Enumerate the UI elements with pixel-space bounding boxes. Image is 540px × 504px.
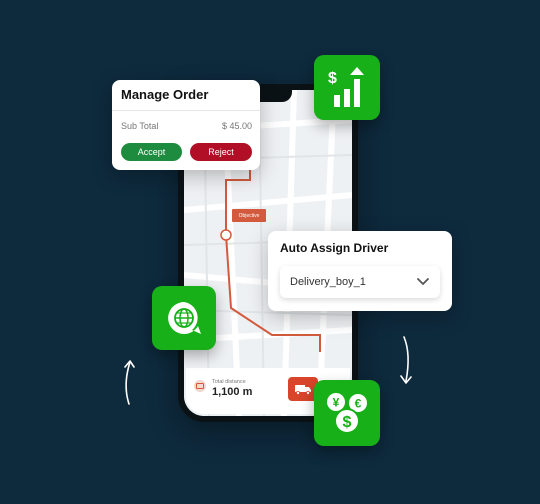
svg-text:¥: ¥ <box>333 396 340 410</box>
accept-button[interactable]: Accept <box>121 143 182 161</box>
distance-icon <box>194 380 206 392</box>
driver-select-value: Delivery_boy_1 <box>290 276 366 288</box>
divider <box>112 110 260 111</box>
objective-tag: Objective <box>232 209 266 222</box>
chevron-down-icon[interactable] <box>416 277 430 287</box>
driver-select[interactable] <box>280 266 440 298</box>
distance-value: 1,100 m <box>212 386 253 398</box>
curved-arrow-up-icon <box>124 360 135 405</box>
route-start-marker <box>220 229 232 241</box>
svg-text:€: € <box>355 397 362 411</box>
currency-coins-icon: ¥ € $ <box>327 393 367 434</box>
distance-label: Total distance <box>212 379 246 385</box>
currency-tile: ¥ € $ <box>314 380 380 446</box>
reject-button[interactable]: Reject <box>190 143 252 161</box>
curved-arrow-down-icon <box>400 336 412 384</box>
dollar-chart-icon: $ <box>328 66 364 107</box>
subtotal-label: Sub Total <box>121 121 159 131</box>
revenue-chart-tile: $ <box>314 55 380 120</box>
chat-globe-icon <box>168 302 201 334</box>
auto-assign-title: Auto Assign Driver <box>280 241 389 255</box>
chat-tile <box>152 286 216 350</box>
manage-order-title: Manage Order <box>121 87 209 102</box>
svg-text:$: $ <box>328 70 337 87</box>
truck-icon <box>295 385 311 395</box>
subtotal-value: $ 45.00 <box>221 121 252 131</box>
truck-button[interactable] <box>288 377 318 401</box>
svg-text:$: $ <box>343 414 352 431</box>
